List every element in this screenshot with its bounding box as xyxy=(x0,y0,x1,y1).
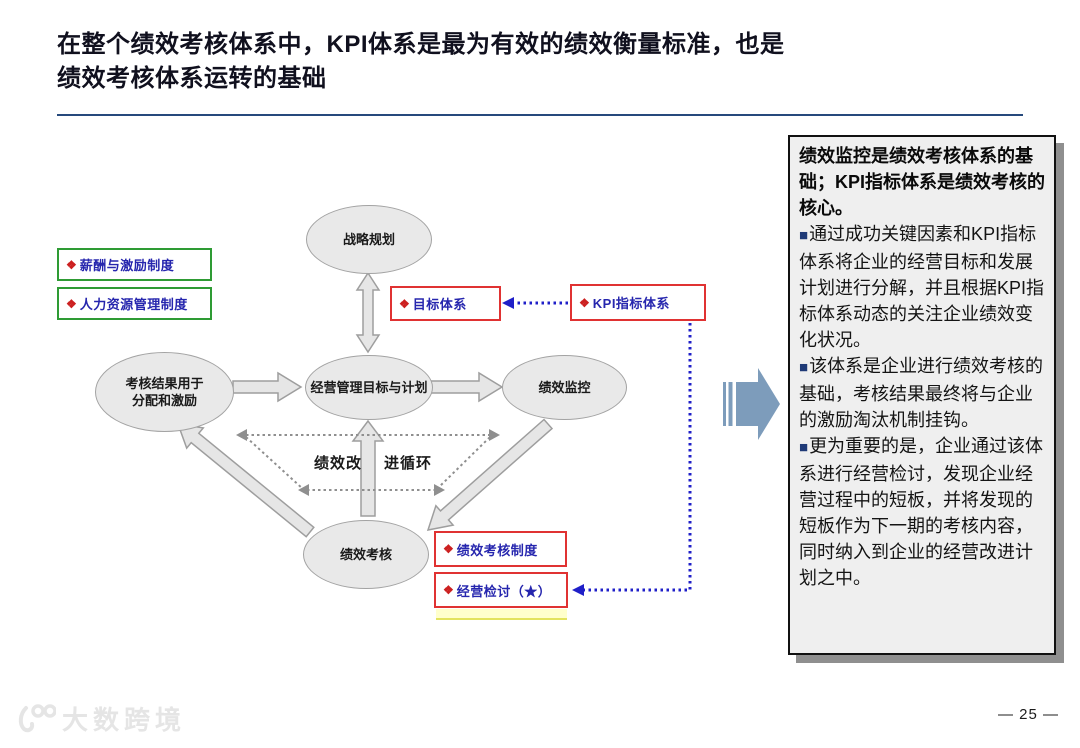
node-performance-appraisal: 绩效考核 xyxy=(303,520,429,589)
improvement-cycle-dashed-loop xyxy=(245,434,492,491)
box-hr-management: ❖ 人力资源管理制度 xyxy=(57,287,212,320)
panel-bullet: ■通过成功关键因素和KPI指标体系将企业的经营目标和发展计划进行分解，并且根据K… xyxy=(799,221,1045,353)
diamond-bullet-icon: ❖ xyxy=(443,542,454,556)
node-strategic-planning: 战略规划 xyxy=(306,205,432,274)
panel-bullet: ■该体系是企业进行绩效考核的基础，考核结果最终将与企业的激励淘汰机制挂钩。 xyxy=(799,353,1045,433)
box-goal-system: ❖ 目标体系 xyxy=(390,286,501,321)
box-business-review: ❖ 经营检讨（★） xyxy=(434,572,568,608)
bullet-text: 通过成功关键因素和KPI指标体系将企业的经营目标和发展计划进行分解，并且根据KP… xyxy=(799,224,1045,350)
diamond-bullet-icon: ❖ xyxy=(579,295,590,310)
node-label: 考核结果用于 分配和激励 xyxy=(125,376,204,408)
node-performance-monitoring: 绩效监控 xyxy=(502,355,627,420)
block-arrow-diagonal-upleft xyxy=(176,423,315,538)
panel-header: 绩效监控是绩效考核体系的基础；KPI指标体系是绩效考核的核心。 xyxy=(799,146,1046,218)
box-label: 人力资源管理制度 xyxy=(79,297,188,312)
node-label: 绩效考核 xyxy=(339,547,392,562)
diamond-bullet-icon: ❖ xyxy=(399,296,410,311)
node-label: 经营管理目标与计划 xyxy=(310,380,428,395)
diamond-bullet-icon: ❖ xyxy=(66,257,77,272)
cycle-label-right: 进循环 xyxy=(384,455,433,472)
node-appraisal-results: 考核结果用于 分配和激励 xyxy=(95,352,234,432)
brand-logo-icon xyxy=(18,703,56,732)
block-arrow-right-2 xyxy=(430,371,504,403)
box-compensation-incentive: ❖ 薪酬与激励制度 xyxy=(57,248,212,281)
node-management-goals: 经营管理目标与计划 xyxy=(305,355,433,420)
box-label: 薪酬与激励制度 xyxy=(79,258,175,273)
brand-watermark: 大数跨境 xyxy=(16,700,186,737)
square-bullet-icon: ■ xyxy=(799,439,809,456)
box-label: KPI指标体系 xyxy=(592,296,670,311)
block-arrow-right-1 xyxy=(232,371,303,403)
box-label: 绩效考核制度 xyxy=(456,542,538,558)
box-label: 目标体系 xyxy=(412,297,467,312)
cycle-label-left: 绩效改 xyxy=(314,455,363,472)
slide-title: 在整个绩效考核体系中，KPI体系是最为有效的绩效衡量标准，也是 绩效考核体系运转… xyxy=(57,31,785,92)
explanation-panel: 绩效监控是绩效考核体系的基础；KPI指标体系是绩效考核的核心。 ■通过成功关键因… xyxy=(788,135,1056,655)
box-appraisal-rules: ❖ 绩效考核制度 xyxy=(434,531,567,567)
diamond-bullet-icon: ❖ xyxy=(443,583,454,597)
page-number: — 25 — xyxy=(998,706,1060,723)
square-bullet-icon: ■ xyxy=(799,359,809,376)
highlight-strip xyxy=(436,609,567,620)
square-bullet-icon: ■ xyxy=(799,227,809,244)
block-arrow-up xyxy=(351,419,385,517)
diamond-bullet-icon: ❖ xyxy=(66,296,77,311)
kpi-to-goal-dotted-arrow xyxy=(502,297,568,309)
block-arrow-diagonal-downleft xyxy=(426,418,554,531)
bullet-text: 该体系是企业进行绩效考核的基础，考核结果最终将与企业的激励淘汰机制挂钩。 xyxy=(799,356,1044,430)
double-arrow-vertical xyxy=(355,271,381,354)
watermark-text: 大数跨境 xyxy=(62,705,187,735)
node-label: 绩效监控 xyxy=(538,380,591,395)
title-underline xyxy=(57,114,1023,116)
improvement-cycle-arrowheads xyxy=(236,429,500,496)
node-label: 战略规划 xyxy=(342,232,395,247)
panel-bullet: ■更为重要的是，企业通过该体系进行经营检讨，发现企业经营过程中的短板，并将发现的… xyxy=(799,433,1045,591)
flow-arrow-icon xyxy=(723,368,780,440)
bullet-text: 更为重要的是，企业通过该体系进行经营检讨，发现企业经营过程中的短板，并将发现的短… xyxy=(799,436,1044,588)
kpi-feedback-dotted-arrow xyxy=(572,323,692,596)
box-label: 经营检讨（★） xyxy=(456,583,552,599)
box-kpi-indicator-system: ❖ KPI指标体系 xyxy=(570,284,706,321)
